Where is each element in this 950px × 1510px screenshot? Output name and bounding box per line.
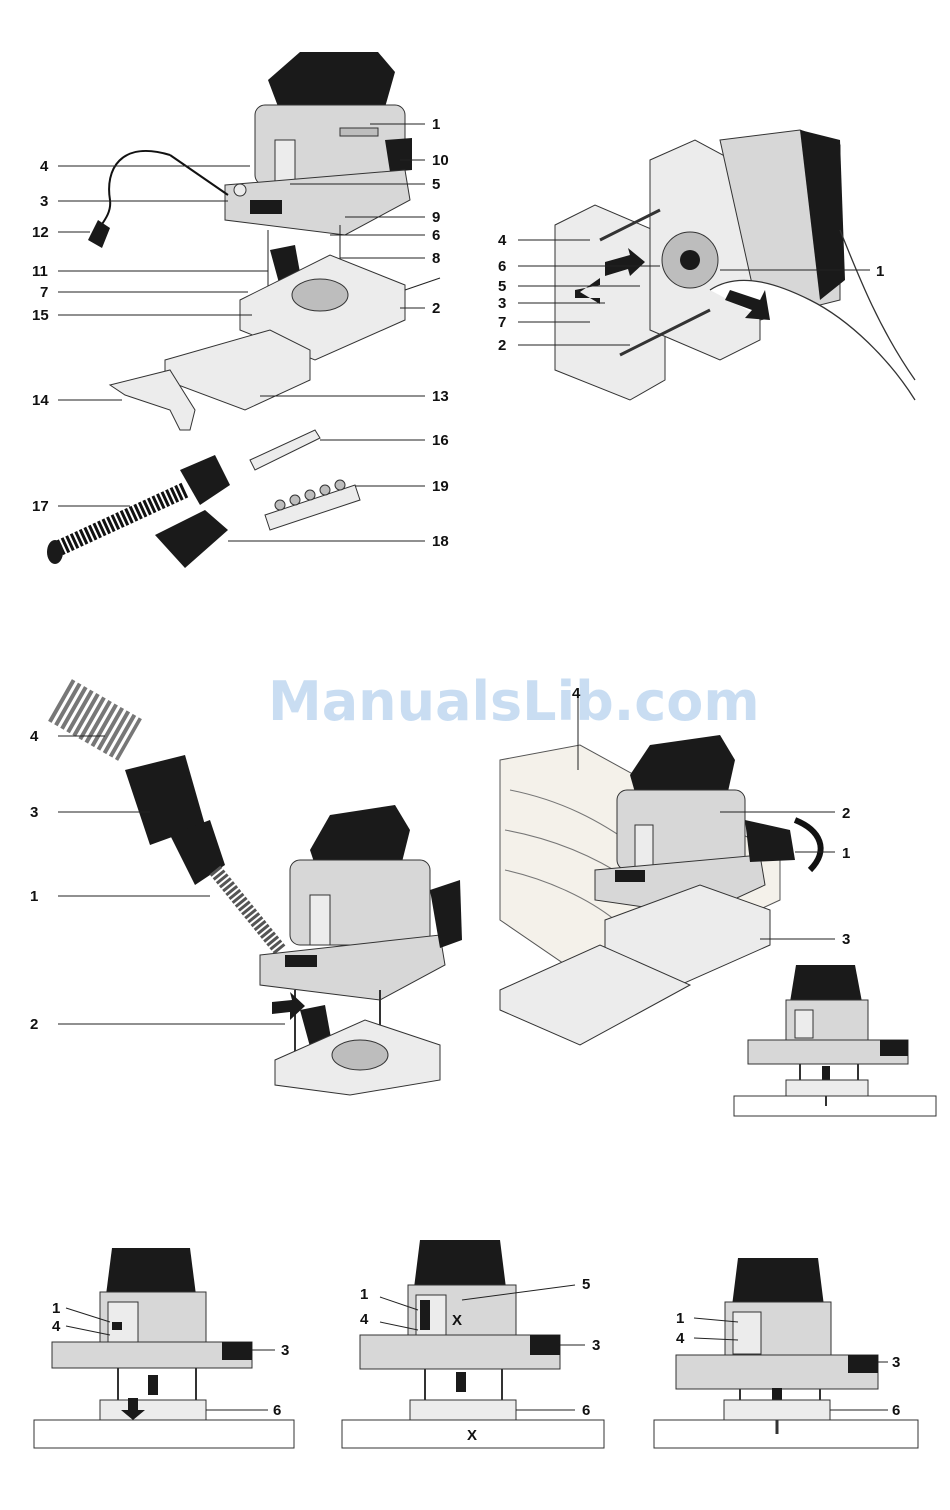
callout-4: 4 (40, 158, 49, 175)
callout-3: 3 (892, 1354, 900, 1371)
callout-1: 1 (360, 1286, 368, 1303)
callout-6: 6 (273, 1402, 281, 1419)
plug (88, 220, 110, 248)
callout-3: 3 (842, 931, 850, 948)
figure-depth-setting-3: 1 4 3 6 (654, 1258, 918, 1448)
callout-16: 16 (432, 432, 449, 449)
rotation-arrow (795, 820, 821, 870)
callout-1: 1 (676, 1310, 684, 1327)
figure-depth-setting-2: X X 1 5 4 3 6 (342, 1240, 604, 1448)
callout-10: 10 (432, 152, 449, 169)
callout-4: 4 (498, 232, 507, 249)
brand-plate (340, 128, 378, 136)
extraction-hose (215, 870, 280, 950)
callout-13: 13 (432, 388, 449, 405)
callout-1: 1 (52, 1300, 60, 1317)
figure-parts-overview: 4 3 12 11 7 15 14 17 1 10 5 9 6 8 2 13 1… (32, 52, 449, 568)
callout-3: 3 (30, 804, 38, 821)
callout-19: 19 (432, 478, 449, 495)
callout-11: 11 (32, 263, 48, 280)
mark-x-bottom: X (467, 1427, 477, 1444)
callout-2: 2 (432, 300, 440, 317)
callout-5: 5 (498, 278, 506, 295)
callout-3: 3 (40, 193, 48, 210)
callout-2: 2 (30, 1016, 38, 1033)
top-plate (260, 935, 445, 1000)
callout-6: 6 (432, 227, 440, 244)
callout-1: 1 (876, 263, 884, 280)
base-opening (292, 279, 348, 311)
callout-7: 7 (40, 284, 48, 301)
callout-4: 4 (30, 728, 39, 745)
switch (250, 200, 282, 214)
wrench (250, 430, 320, 470)
callout-6: 6 (498, 258, 506, 275)
arrow-2 (272, 992, 305, 1020)
lock-knob (234, 184, 246, 196)
callout-4: 4 (572, 685, 581, 702)
callout-14: 14 (32, 392, 49, 409)
power-cord (95, 151, 170, 235)
callout-5: 5 (582, 1276, 590, 1293)
callout-2: 2 (842, 805, 850, 822)
callout-1: 1 (30, 888, 38, 905)
callout-8: 8 (432, 250, 440, 267)
callout-4: 4 (676, 1330, 685, 1347)
callout-1: 1 (432, 116, 440, 133)
mark-x-top: X (452, 1312, 462, 1329)
depth-lever (745, 820, 795, 862)
callout-6: 6 (892, 1402, 900, 1419)
callout-1: 1 (842, 845, 850, 862)
callout-4: 4 (360, 1311, 369, 1328)
callout-15: 15 (32, 307, 49, 324)
callout-2: 2 (498, 337, 506, 354)
callout-12: 12 (32, 224, 49, 241)
callout-6: 6 (582, 1402, 590, 1419)
callout-17: 17 (32, 498, 49, 515)
callout-3: 3 (498, 295, 506, 312)
figure-bit-change: 4 6 5 3 7 2 1 (498, 130, 915, 400)
callout-5: 5 (432, 176, 440, 193)
callout-3: 3 (281, 1342, 289, 1359)
hose-adapter-small (155, 510, 228, 568)
watermark: ManualsLib.com (268, 670, 760, 733)
figure-dust-extraction: 4 3 1 2 (30, 700, 462, 1095)
figure-depth-setting-1: 1 4 3 6 (34, 1248, 294, 1448)
vacuum-hose (60, 700, 130, 740)
callout-18: 18 (432, 533, 449, 550)
figure-side-view-small (734, 965, 936, 1116)
callout-3: 3 (592, 1337, 600, 1354)
depth-scale (275, 140, 295, 185)
callout-4: 4 (52, 1318, 61, 1335)
callout-7: 7 (498, 314, 506, 331)
callout-9: 9 (432, 209, 440, 226)
